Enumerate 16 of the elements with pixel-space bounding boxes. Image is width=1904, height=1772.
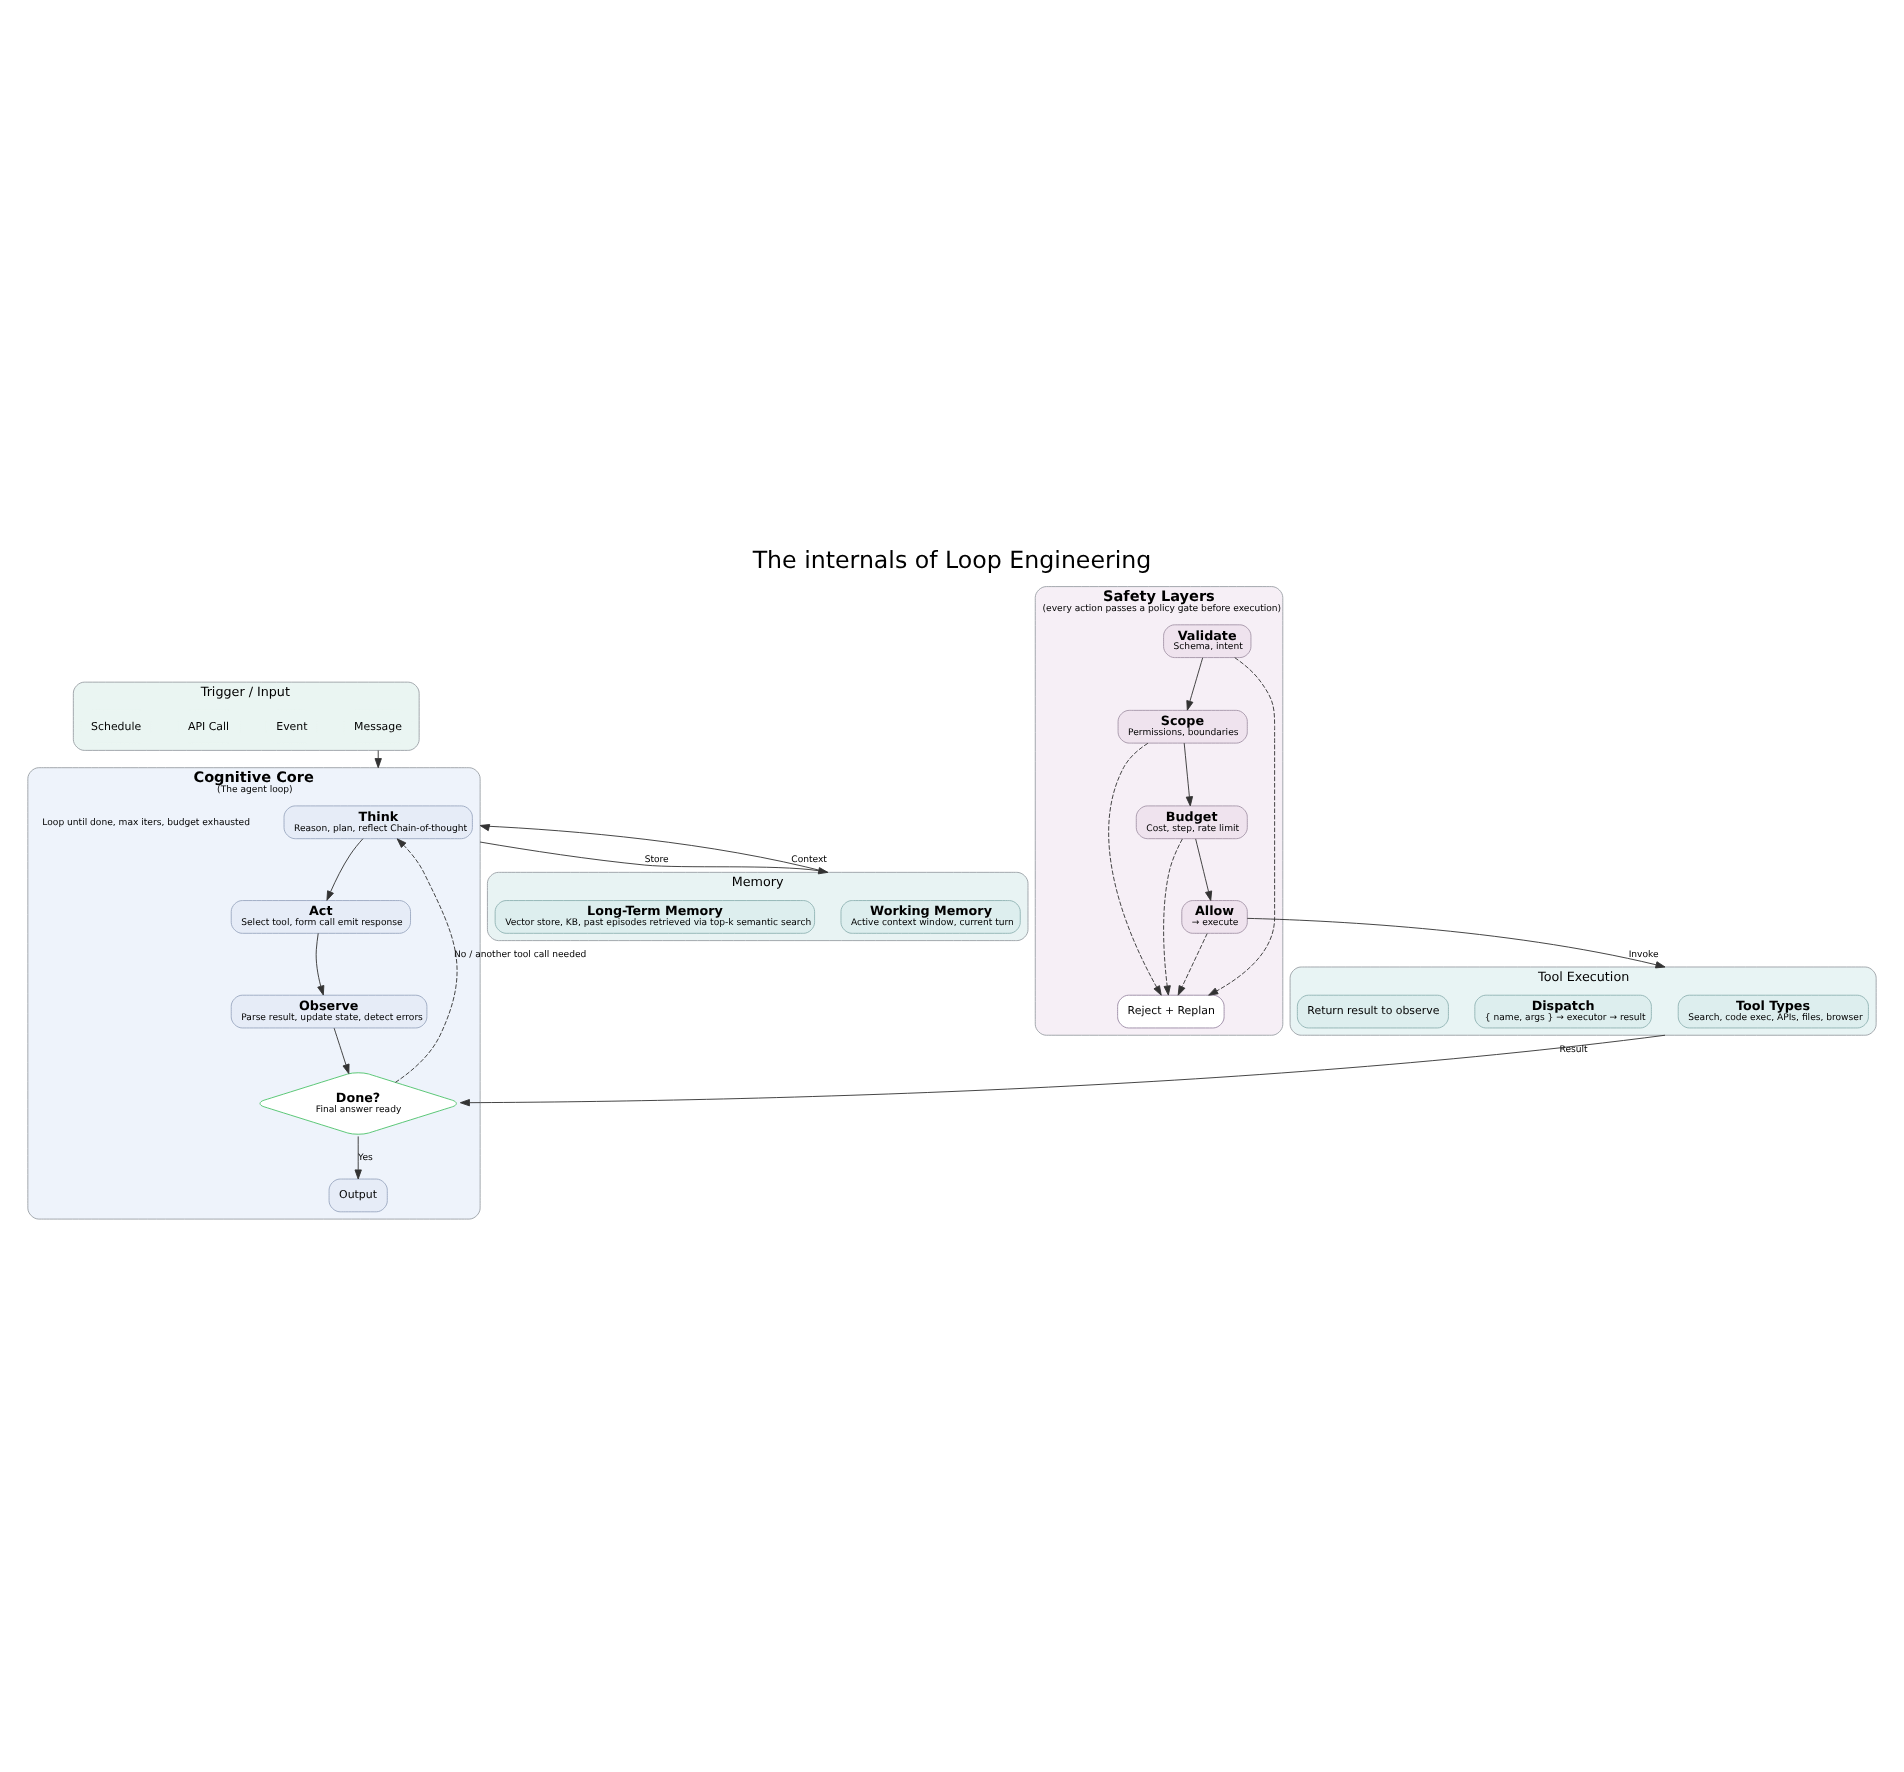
arrow: [1246, 917, 1666, 969]
diagram-title: The internals of Loop Engineering: [752, 546, 1152, 575]
arrow: [1163, 838, 1183, 996]
arrow: [1183, 742, 1194, 807]
arrow: [326, 838, 364, 901]
arrow: [1186, 657, 1204, 711]
arrow: [374, 749, 382, 769]
arrow: [1208, 657, 1276, 996]
arrow: [1177, 933, 1208, 996]
arrow: [1108, 742, 1162, 996]
arrow: [459, 1034, 1666, 1107]
arrow: [394, 838, 458, 1083]
arrow: [315, 932, 325, 996]
arrow: [354, 1135, 362, 1180]
arrow: [333, 1027, 350, 1075]
arrow: [1195, 838, 1213, 901]
